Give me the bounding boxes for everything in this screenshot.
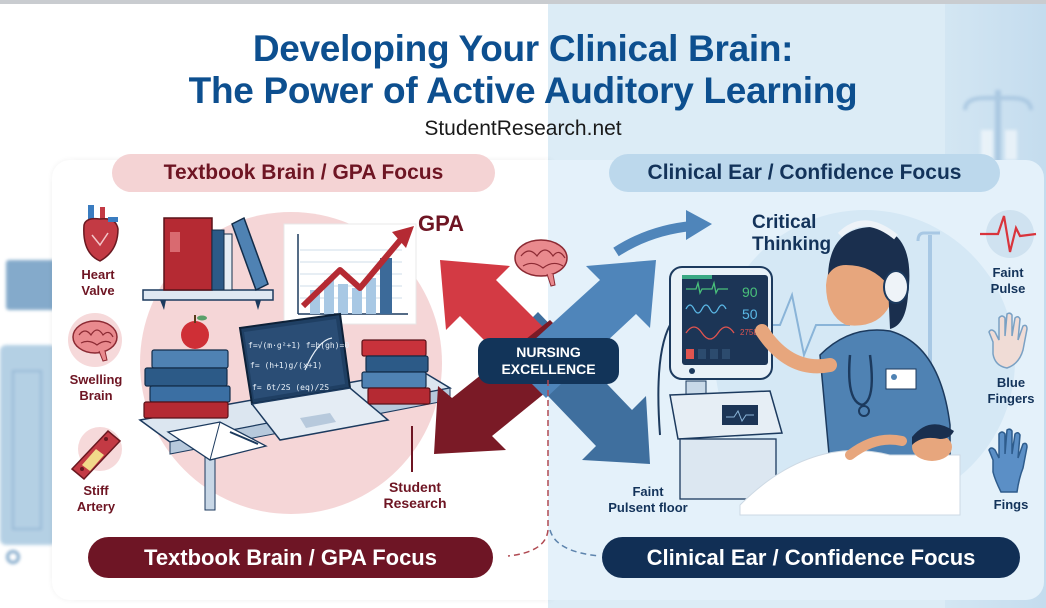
- clinical-focus-heading: Clinical Ear / Confidence Focus: [609, 154, 1000, 192]
- background-iv-stand-icon: [963, 90, 1033, 170]
- clinical-focus-footer: Clinical Ear / Confidence Focus: [602, 537, 1020, 578]
- gpa-label: GPA: [418, 211, 465, 236]
- label-line: Valve: [81, 283, 115, 298]
- label-line: Research: [383, 495, 447, 511]
- svg-text:f=√(m·g²+1) f=h(gh)=0: f=√(m·g²+1) f=h(gh)=0: [248, 341, 349, 350]
- label-line: Thinking: [752, 234, 832, 255]
- label-line: Fings: [993, 497, 1029, 512]
- label-line: Faint: [992, 265, 1024, 280]
- background-medical-cart: [0, 250, 56, 580]
- faint-pulse-label: Faint Pulse: [980, 265, 1036, 297]
- page-title: Developing Your Clinical Brain: The Powe…: [0, 28, 1046, 112]
- label-line: Blue: [996, 375, 1026, 390]
- textbook-focus-footer: Textbook Brain / GPA Focus: [88, 537, 493, 578]
- student-research-label: Student Research: [375, 479, 455, 511]
- label-line: Critical: [752, 212, 817, 233]
- critical-thinking-label: Critical Thinking: [752, 212, 838, 256]
- label-line: Brain: [79, 388, 113, 403]
- top-border: [0, 0, 1046, 4]
- label-line: Stiff: [83, 483, 109, 498]
- blue-fingers-label: Blue Fingers: [978, 375, 1044, 407]
- badge-line-1: NURSING: [516, 344, 581, 360]
- textbook-focus-heading: Textbook Brain / GPA Focus: [112, 154, 495, 192]
- badge-line-2: EXCELLENCE: [501, 361, 596, 377]
- label-line: Faint: [632, 484, 664, 499]
- brain-icon: [68, 313, 122, 367]
- heart-icon: [83, 205, 119, 262]
- blue-hand-icon: [988, 428, 1028, 493]
- svg-text:2758: 2758: [740, 328, 758, 337]
- label-line: Student: [388, 479, 442, 495]
- svg-text:f= (h+1)g/(x+1): f= (h+1)g/(x+1): [250, 361, 322, 370]
- title-line-2: The Power of Active Auditory Learning: [188, 70, 858, 111]
- swelling-brain-label: Swelling Brain: [63, 372, 129, 404]
- clinical-scene: 90 50 2758: [657, 220, 961, 516]
- monitor-resp-rate: 50: [742, 306, 758, 322]
- artery-icon: [70, 427, 122, 481]
- label-line: Swelling: [69, 372, 123, 387]
- nursing-excellence-badge: NURSING EXCELLENCE: [478, 338, 619, 384]
- title-line-1: Developing Your Clinical Brain:: [252, 28, 794, 69]
- label-line: Heart: [81, 267, 115, 282]
- fings-label: Fings: [978, 497, 1044, 513]
- label-line: Pulse: [990, 281, 1026, 296]
- monitor-heart-rate: 90: [742, 284, 758, 300]
- site-name: StudentResearch.net: [424, 117, 622, 140]
- pulse-icon: [980, 210, 1037, 258]
- faint-pulsent-floor-label: Faint Pulsent floor: [598, 484, 698, 516]
- center-brain-icon: [514, 239, 568, 287]
- label-line: Pulsent floor: [608, 500, 688, 515]
- stiff-artery-label: Stiff Artery: [68, 483, 124, 515]
- pale-hand-icon: [988, 312, 1028, 369]
- dashed-connectors: [507, 380, 601, 557]
- heart-valve-label: Heart Valve: [68, 267, 128, 299]
- label-line: Fingers: [987, 391, 1035, 406]
- svg-text:f= δt/2S (eq)/2S: f= δt/2S (eq)/2S: [252, 383, 329, 392]
- label-line: Artery: [76, 499, 116, 514]
- study-desk-scene: f=√(m·g²+1) f=h(gh)=0 f= (h+1)g/(x+1) f=…: [138, 216, 453, 511]
